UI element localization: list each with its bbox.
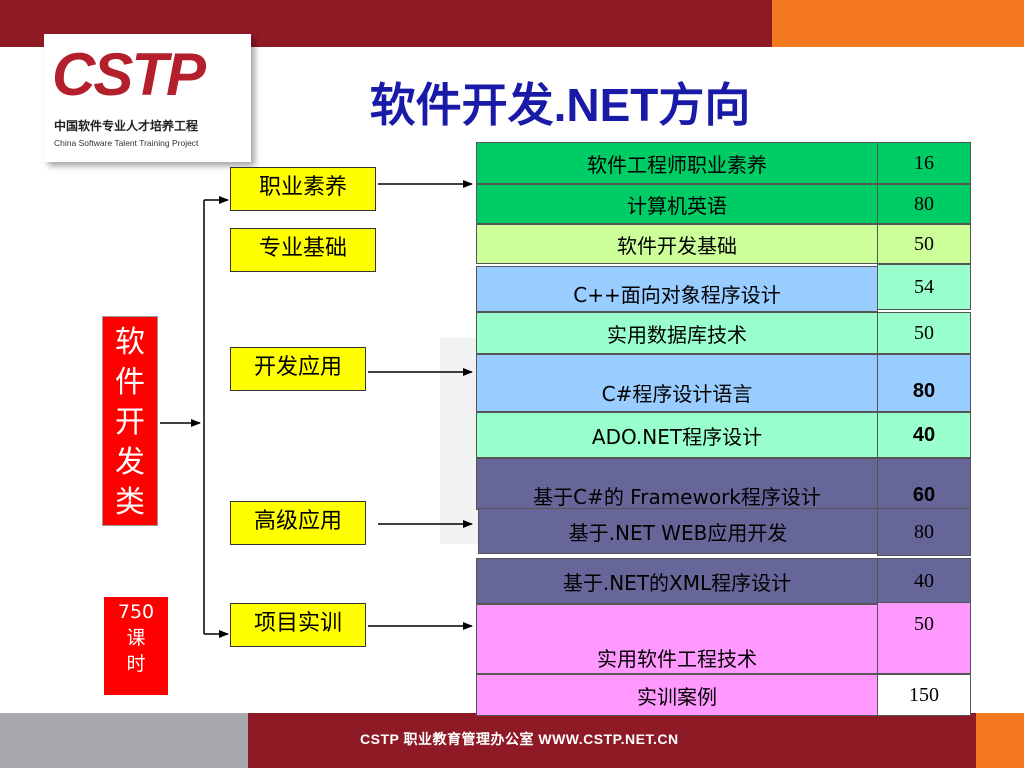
course-row-9: 基于.NET WEB应用开发 xyxy=(478,508,878,554)
stage-advanced-application: 高级应用 xyxy=(230,501,366,545)
course-hours-3: 50 xyxy=(877,224,971,264)
stage-professional-foundation: 专业基础 xyxy=(230,228,376,272)
category-char: 发 xyxy=(115,445,145,480)
top-accent-bar xyxy=(772,0,1024,47)
total-hours-value: 750 xyxy=(117,601,155,623)
course-hours-8: 60 xyxy=(877,458,971,510)
total-hours-badge: 750 课 时 xyxy=(104,597,168,695)
page-title: 软件开发.NET方向 xyxy=(369,79,751,131)
course-row-5: 实用数据库技术 xyxy=(476,312,878,354)
course-hours-6: 80 xyxy=(877,354,971,412)
course-row-4: C++面向对象程序设计 xyxy=(476,266,878,312)
course-hours-11: 50 xyxy=(877,602,971,674)
course-hours-10: 40 xyxy=(877,558,971,604)
category-char: 件 xyxy=(115,365,145,400)
course-hours-1: 16 xyxy=(877,142,971,184)
stage-professional-literacy: 职业素养 xyxy=(230,167,376,211)
course-row-10: 基于.NET的XML程序设计 xyxy=(476,558,878,604)
course-hours-2: 80 xyxy=(877,184,971,224)
category-char: 类 xyxy=(115,485,145,520)
course-hours-9: 80 xyxy=(877,508,971,556)
bottom-accent-block xyxy=(976,713,1024,768)
course-row-7: ADO.NET程序设计 xyxy=(476,412,878,458)
course-hours-5: 50 xyxy=(877,312,971,354)
total-hours-unit: 时 xyxy=(126,653,146,675)
category-char: 软 xyxy=(115,325,145,360)
logo-subtitle-en: China Software Talent Training Project xyxy=(54,138,199,148)
course-row-8: 基于C#的 Framework程序设计 xyxy=(476,458,878,510)
course-hours-4: 54 xyxy=(877,264,971,310)
course-hours-12: 150 xyxy=(877,674,971,716)
logo-wordmark: CSTP xyxy=(52,41,206,108)
footer-text: CSTP 职业教育管理办公室 WWW.CSTP.NET.CN xyxy=(360,731,679,747)
total-hours-unit: 课 xyxy=(126,627,146,649)
stage-project-training: 项目实训 xyxy=(230,603,366,647)
bottom-gray-block xyxy=(0,713,248,768)
category-char: 开 xyxy=(115,405,145,440)
course-row-2: 计算机英语 xyxy=(476,184,878,224)
course-row-11: 实用软件工程技术 xyxy=(476,604,878,674)
logo-subtitle-cn: 中国软件专业人才培养工程 xyxy=(54,119,199,133)
logo xyxy=(44,34,251,162)
stage-development-application: 开发应用 xyxy=(230,347,366,391)
course-row-1: 软件工程师职业素养 xyxy=(476,142,878,184)
course-row-12: 实训案例 xyxy=(476,674,878,716)
course-row-6: C#程序设计语言 xyxy=(476,354,878,412)
course-hours-7: 40 xyxy=(877,412,971,458)
category-label: 软 件 开 发 类 xyxy=(102,316,158,526)
course-row-3: 软件开发基础 xyxy=(476,224,878,264)
